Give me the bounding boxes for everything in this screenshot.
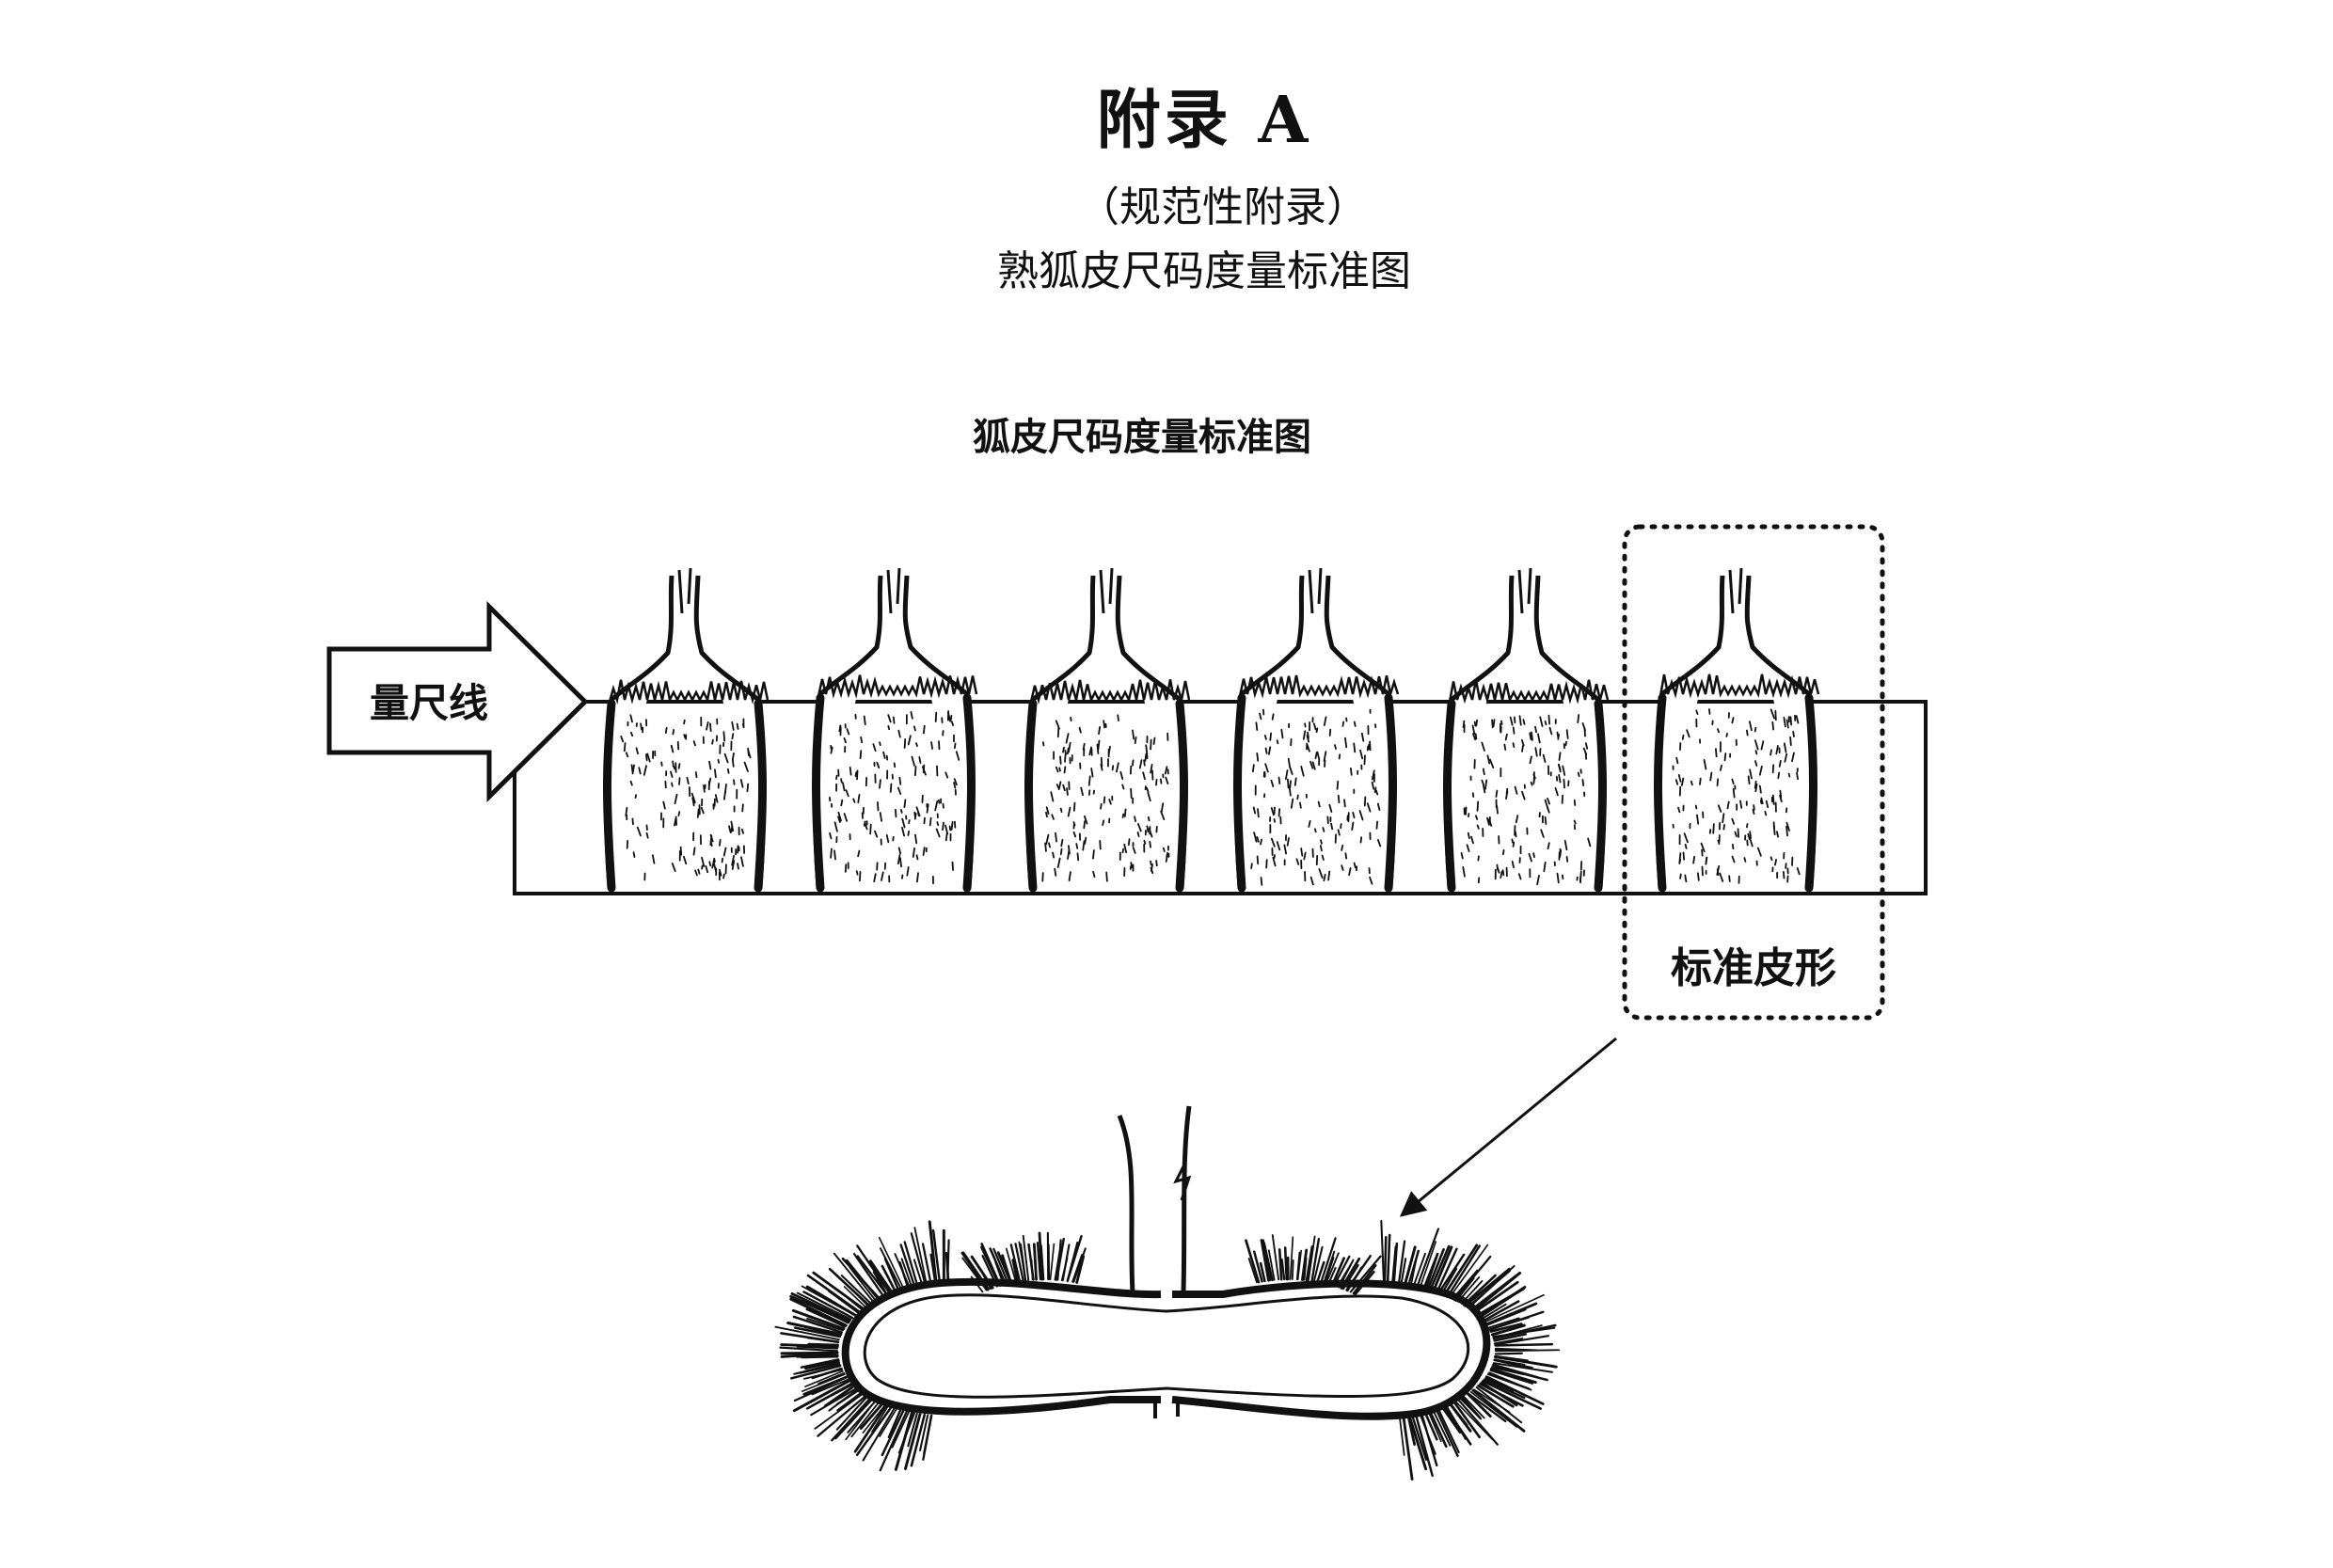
fox-pelt-4	[1233, 567, 1400, 893]
standard-shape-highlight-box	[1622, 524, 1885, 1021]
measuring-band	[513, 700, 1928, 895]
appendix-caption: 熟狐皮尺码度量标准图	[997, 247, 1411, 295]
pointer-arrow	[1399, 1037, 1617, 1217]
pelt-row	[603, 567, 1820, 893]
ruler-line-arrow	[326, 601, 589, 802]
fox-pelt-6	[1654, 567, 1820, 893]
fox-pelt-5	[1443, 567, 1610, 893]
fox-pelt-1	[603, 567, 770, 893]
fox-pelt-2	[812, 567, 978, 893]
diagram-title: 狐皮尺码度量标准图	[973, 416, 1311, 459]
pelt-cross-section	[774, 1105, 1561, 1481]
appendix-title: 附录 A	[1096, 83, 1312, 158]
ruler-line-label: 量尺线	[370, 680, 488, 726]
fox-pelt-3	[1024, 567, 1191, 893]
standard-shape-label: 标准皮形	[1671, 944, 1836, 992]
appendix-subtitle: （规范性附录）	[1078, 183, 1368, 231]
